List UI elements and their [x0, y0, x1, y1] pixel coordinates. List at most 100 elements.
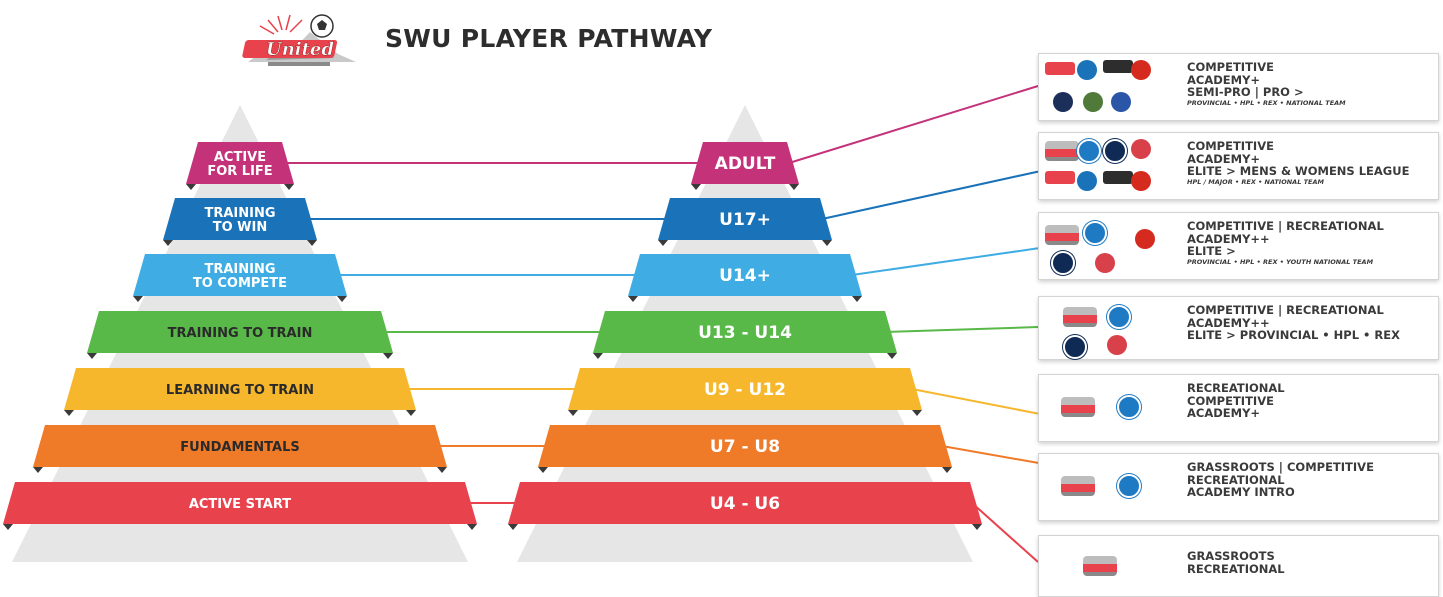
stage-label: FUNDAMENTALS — [180, 440, 299, 455]
band-bolt — [658, 240, 668, 246]
band-bolt — [437, 467, 447, 473]
band-bolt — [163, 240, 173, 246]
stage-label: LEARNING TO TRAIN — [166, 383, 314, 398]
manitoba-badge-icon — [1131, 139, 1151, 159]
pathway-band — [87, 311, 393, 353]
stage-label: FOR LIFE — [207, 164, 272, 179]
band-bolt — [87, 353, 97, 359]
age-label: ADULT — [715, 154, 776, 174]
pathway-band — [508, 482, 982, 524]
cmsa-badge-icon — [1077, 139, 1101, 163]
club-badge-dark-icon — [1103, 171, 1133, 184]
band-bolt — [508, 524, 518, 530]
swu-badge-icon — [1061, 476, 1095, 496]
swu-badge-icon — [1083, 556, 1117, 576]
pathway-band — [538, 425, 952, 467]
box-text-line: ACADEMY++ — [1187, 315, 1270, 330]
stage-label: TO COMPETE — [193, 276, 287, 291]
box-text-line: ACADEMY+ — [1187, 151, 1261, 166]
cmsa-badge-icon — [1117, 474, 1141, 498]
pathway-band — [658, 198, 832, 240]
logo-group — [1039, 133, 1179, 199]
logo-wordmark: United — [266, 39, 334, 60]
logo-group — [1039, 54, 1179, 120]
united-logo: United — [238, 10, 366, 76]
box-text-line: COMPETITIVE — [1187, 393, 1274, 408]
cmsa-badge-icon — [1083, 221, 1107, 245]
box-text-line: ACADEMY++ — [1187, 231, 1270, 246]
club-crest-navy-icon — [1053, 92, 1073, 112]
box-text-line: ACADEMY+ — [1187, 72, 1261, 87]
pathway-band — [163, 198, 317, 240]
stage-label: ACTIVE START — [189, 497, 291, 512]
connector-line — [941, 445, 1039, 464]
age-label: U14+ — [719, 266, 771, 286]
stage-label: TRAINING TO TRAIN — [168, 326, 313, 341]
club-crest-blue-icon — [1077, 171, 1097, 191]
box-text-line: COMPETITIVE | RECREATIONAL — [1187, 303, 1384, 317]
box-text-line: PROVINCIAL • HPL • REX • NATIONAL TEAM — [1187, 98, 1346, 107]
box-text-line: COMPETITIVE — [1187, 60, 1274, 74]
band-bolt — [568, 410, 578, 416]
box-text-line: GRASSROOTS | COMPETITIVE — [1187, 460, 1374, 474]
pathway-band — [691, 142, 799, 184]
connector-line — [851, 247, 1039, 276]
box-text-line: RECREATIONAL — [1187, 561, 1285, 576]
age-label: U4 - U6 — [710, 494, 780, 514]
band-bolt — [972, 524, 982, 530]
band-bolt — [3, 524, 13, 530]
manitoba-badge-icon — [1107, 335, 1127, 355]
box-text-line: ELITE > PROVINCIAL • HPL • REX — [1187, 328, 1400, 342]
connector-line — [886, 326, 1039, 333]
age-label: U13 - U14 — [698, 323, 792, 343]
band-bolt — [33, 467, 43, 473]
pathway-band — [186, 142, 294, 184]
club-crest-green-icon — [1083, 92, 1103, 112]
club-badge-red-icon — [1045, 171, 1075, 184]
box-text-line: COMPETITIVE — [1187, 139, 1274, 153]
band-bolt — [789, 184, 799, 190]
connector-line — [788, 85, 1039, 164]
band-bolt — [406, 410, 416, 416]
pathway-band — [133, 254, 347, 296]
club-badge-dark-icon — [1103, 60, 1133, 73]
box-text-line: ELITE > MENS & WOMENS LEAGUE — [1187, 164, 1410, 178]
band-bolt — [64, 410, 74, 416]
band-bolt — [852, 296, 862, 302]
pathway-band — [593, 311, 897, 353]
band-bolt — [691, 184, 701, 190]
page-title: SWU PLAYER PATHWAY — [385, 24, 713, 53]
connector-line — [911, 388, 1039, 415]
box-text-line: RECREATIONAL — [1187, 381, 1285, 395]
band-bolt — [284, 184, 294, 190]
swu-badge-icon — [1045, 225, 1079, 245]
cmsa-badge-icon — [1117, 395, 1141, 419]
swu-badge-icon — [1045, 141, 1079, 161]
swu-badge-icon — [1063, 307, 1097, 327]
band-bolt — [628, 296, 638, 302]
band-bolt — [467, 524, 477, 530]
band-bolt — [133, 296, 143, 302]
band-bolt — [822, 240, 832, 246]
box-text-line: ACADEMY+ — [1187, 406, 1261, 420]
winnipeg-badge-icon — [1103, 139, 1127, 163]
pathway-band — [628, 254, 862, 296]
canada-badge-icon — [1131, 60, 1151, 80]
logo-group — [1039, 297, 1179, 359]
box-text-line: PROVINCIAL • HPL • REX • YOUTH NATIONAL … — [1187, 257, 1374, 266]
band-bolt — [337, 296, 347, 302]
canada-badge-icon — [1131, 171, 1151, 191]
box-text-line: RECREATIONAL — [1187, 472, 1285, 487]
